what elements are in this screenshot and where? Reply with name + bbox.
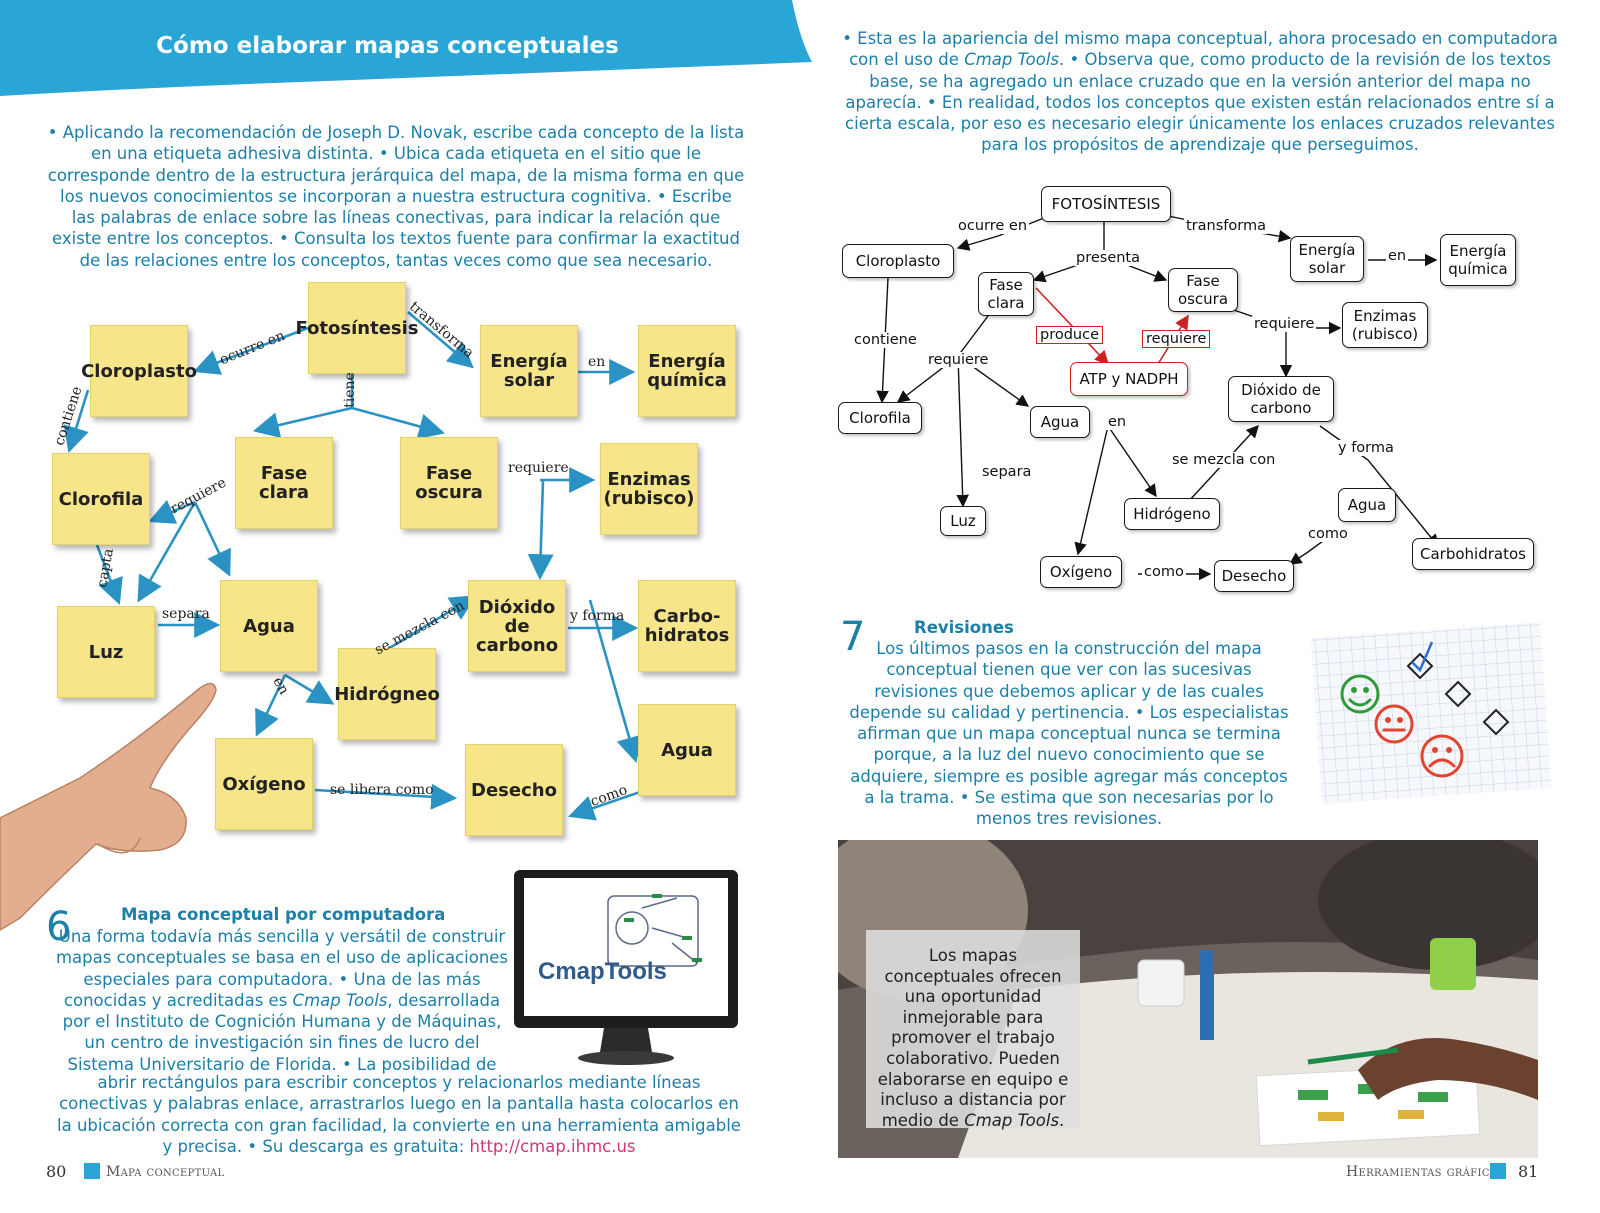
page-number-left: 80 [46, 1162, 67, 1181]
cmap-node-luz: Luz [940, 506, 986, 536]
section-6-paragraph-wide: abrir rectángulos para escribir concepto… [54, 1072, 744, 1157]
cmap-link-en-1: en [1386, 248, 1409, 264]
cmap-link-como-1: como [1306, 526, 1350, 542]
footer-square-right [1490, 1163, 1506, 1179]
cmap-link-requiere-enzimas: requiere [1252, 316, 1317, 332]
footer-label-right: Herramientas gráficas [1346, 1164, 1505, 1180]
photo-caption-italic: Cmap Tools [964, 1110, 1060, 1130]
faces-drawing [1310, 622, 1552, 804]
right-intro-italic: Cmap Tools [964, 50, 1060, 70]
cmap-link-produce: produce [1036, 326, 1104, 344]
link-se-libera-como: se libera como [330, 782, 434, 798]
cmap-node-desecho: Desecho [1214, 560, 1294, 592]
cmap-link-se-mezcla-con: se mezcla con [1170, 452, 1278, 468]
note-carbohidratos: Carbo-hidratos [638, 580, 736, 672]
intro-paragraph: • Aplicando la recomendación de Joseph D… [47, 123, 745, 270]
step-number-6: 6 [46, 904, 72, 950]
note-hidrogeno: Hidrógneo [334, 648, 440, 740]
note-fase-clara: Fase clara [235, 437, 333, 529]
note-agua: Agua [220, 580, 318, 672]
section-7-paragraph: Los últimos pasos en la construcción del… [849, 639, 1289, 829]
note-fase-oscura: Fase oscura [400, 437, 498, 529]
section-6-italic: Cmap Tools [292, 990, 388, 1010]
photo-caption-2: . [1059, 1110, 1065, 1130]
section-7-title: Revisiones [914, 618, 1014, 637]
section-6-text-1: Una forma todavía más sencilla y versáti… [55, 927, 509, 1010]
monitor-frame [514, 870, 738, 1065]
pointing-hand-illustration [0, 682, 217, 931]
cmap-node-energia-quimica: Energía química [1440, 234, 1516, 286]
banner-shape [0, 0, 812, 96]
cmap-node-fase-clara: Fase clara [978, 272, 1034, 316]
link-separa: separa [162, 606, 210, 622]
note-oxigeno: Oxígeno [215, 738, 313, 830]
cmap-node-clorofila: Clorofila [838, 402, 922, 434]
note-desecho: Desecho [465, 744, 563, 836]
cmap-node-hidrogeno: Hidrógeno [1124, 498, 1220, 530]
link-y-forma: y forma [570, 608, 625, 624]
cmap-link-transforma: transforma [1184, 218, 1268, 234]
section-6-text-2b: abrir rectángulos para escribir concepto… [57, 1073, 741, 1156]
cmap-node-atp: ATP y NADPH [1070, 362, 1188, 396]
computer-monitor: CmapTools [512, 868, 740, 1068]
footer-label-left: Mapa conceptual [106, 1164, 225, 1180]
cmap-concept-map: FOTOSÍNTESIS Cloroplasto Energía solar E… [838, 180, 1568, 600]
note-luz: Luz [57, 606, 155, 698]
cmap-node-oxigeno: Oxígeno [1040, 556, 1122, 588]
right-intro-paragraph: • Esta es la apariencia del mismo mapa c… [840, 28, 1560, 156]
page-number-right: 81 [1518, 1162, 1539, 1181]
note-energia-quimica: Energía química [638, 325, 736, 417]
cmap-node-fotosintesis: FOTOSÍNTESIS [1041, 186, 1171, 222]
note-dioxido: Dióxido de carbono [468, 580, 566, 672]
cmap-download-link[interactable]: http://cmap.ihmc.us [469, 1136, 636, 1156]
cmaptools-logo: CmapTools [538, 958, 667, 985]
right-intro-2: . • Observa que, como producto de la rev… [845, 50, 1555, 155]
note-enzimas: Enzimas (rubisco) [600, 443, 698, 535]
link-requiere-2: requiere [508, 460, 569, 476]
cmap-link-requiere-red: requiere [1142, 330, 1211, 348]
cmap-link-como-2: como [1142, 564, 1186, 580]
link-en-1: en [588, 354, 606, 370]
cmap-node-fase-oscura: Fase oscura [1168, 268, 1238, 312]
step-number-7: 7 [840, 614, 866, 660]
link-tiene: tiene [341, 372, 358, 408]
right-intro-1: • Esta es la apariencia del mismo mapa c… [842, 29, 1558, 70]
cmap-node-agua-2: Agua [1338, 488, 1396, 522]
cmap-link-separa: separa [980, 464, 1034, 480]
photo-caption-1: Los mapas conceptuales ofrecen una oport… [877, 946, 1069, 1130]
note-clorofila: Clorofila [52, 453, 150, 545]
note-agua-2: Agua [638, 704, 736, 796]
cmap-link-y-forma: y forma [1336, 440, 1396, 456]
page-title: Cómo elaborar mapas conceptuales [156, 33, 619, 59]
note-energia-solar: Energía solar [480, 325, 578, 417]
cmap-link-requiere: requiere [926, 352, 991, 368]
cmap-node-carbohidratos: Carbohidratos [1412, 538, 1534, 570]
note-cloroplasto: Cloroplasto [81, 325, 197, 417]
cmap-node-agua: Agua [1030, 406, 1090, 438]
chapter-banner: Cómo elaborar mapas conceptuales [0, 0, 812, 98]
section-6-title: Mapa conceptual por computadora [121, 905, 446, 924]
sticky-note-concept-map: Fotosíntesis Cloroplasto Energía solar E… [40, 270, 770, 870]
cmap-node-cloroplasto: Cloroplasto [842, 244, 954, 278]
footer-square-left [84, 1163, 100, 1179]
cmap-link-ocurre-en: ocurre en [956, 218, 1030, 234]
photo-caption-box: Los mapas conceptuales ofrecen una oport… [866, 930, 1080, 1130]
section-6-text-2a: , desarrollada por el Instituto de Cogni… [62, 990, 502, 1074]
graph-paper-faces-image [1308, 620, 1554, 804]
cmap-link-presenta: presenta [1074, 250, 1143, 266]
cmap-node-enzimas: Enzimas (rubisco) [1342, 302, 1428, 348]
cmap-node-dioxido: Dióxido de carbono [1228, 376, 1334, 422]
section-6-paragraph: Una forma todavía más sencilla y versáti… [54, 926, 510, 1075]
cmap-link-contiene: contiene [852, 332, 919, 348]
cmap-node-energia-solar: Energía solar [1290, 236, 1364, 282]
cmap-link-en-2: en [1106, 414, 1129, 430]
note-fotosintesis: Fotosíntesis [296, 282, 419, 374]
